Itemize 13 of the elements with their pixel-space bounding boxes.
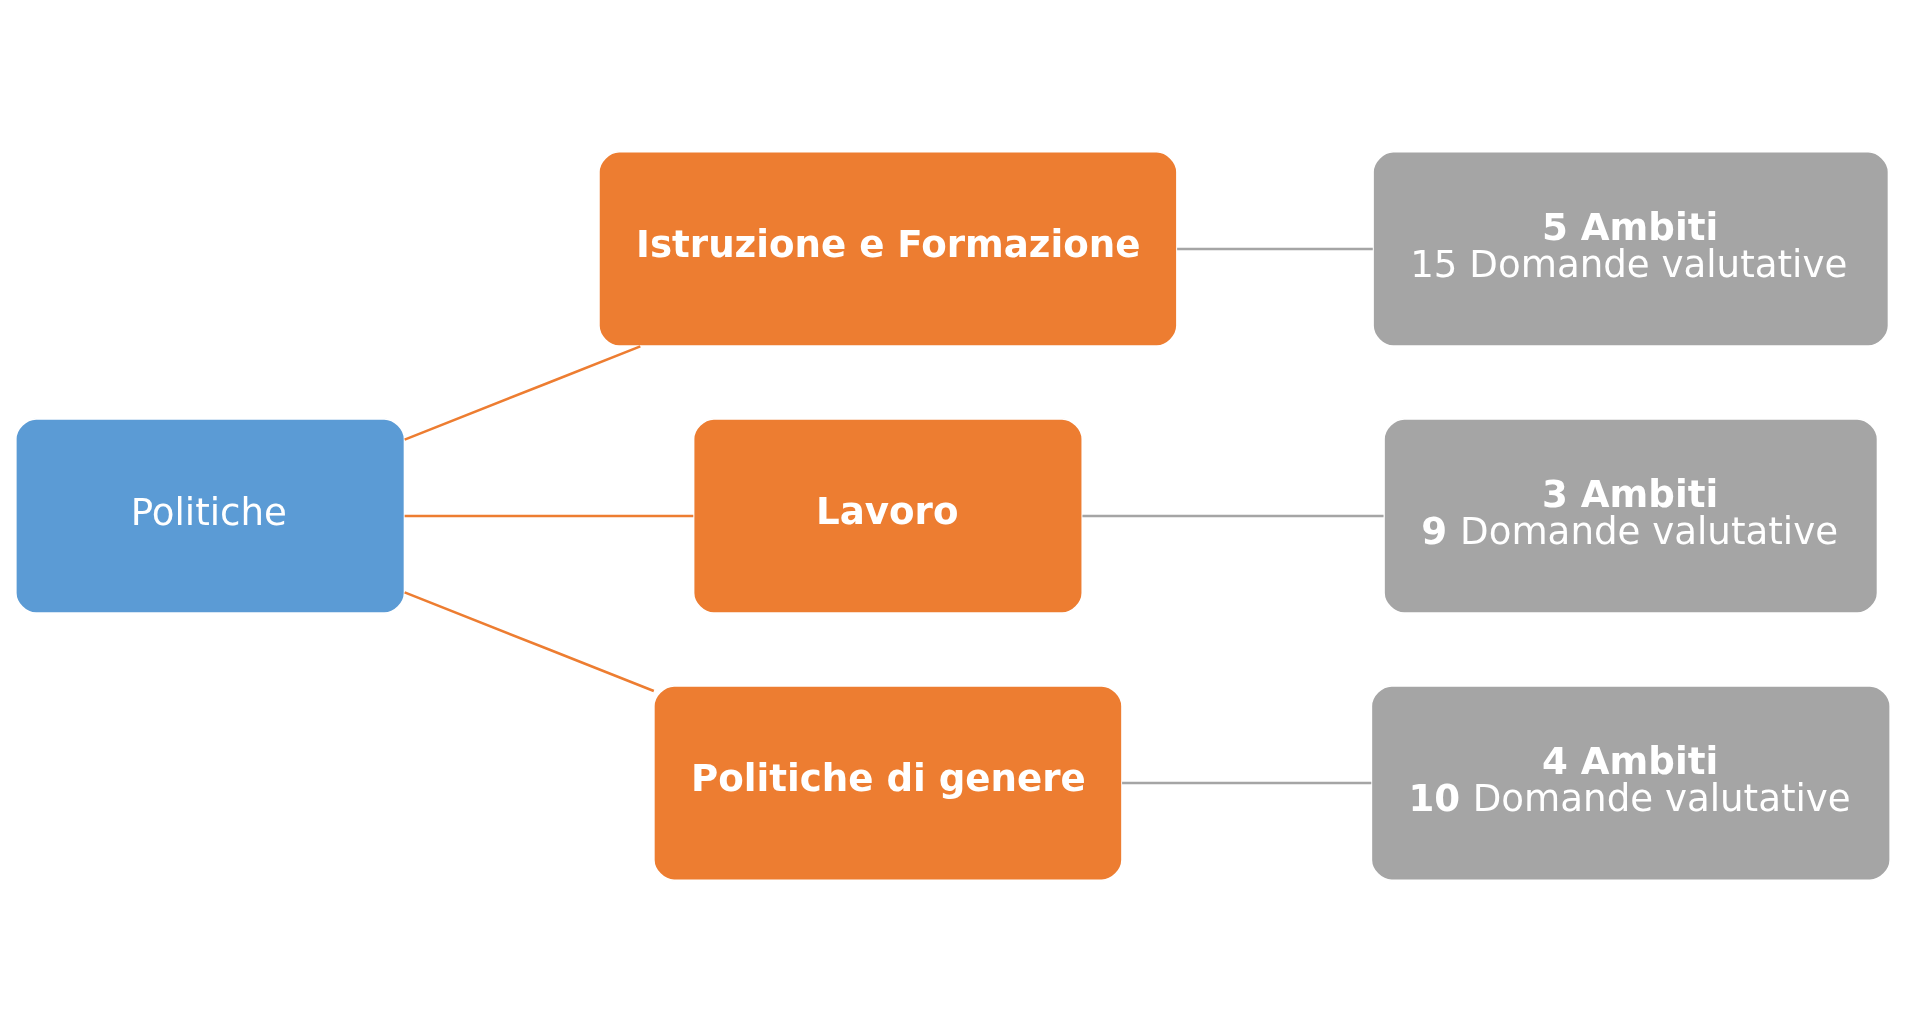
node-box: 4 Ambiti 10 Domande valutative <box>1370 684 1892 881</box>
node-box: 3 Ambiti 9 Domande valutative <box>1383 417 1879 614</box>
node-box: Politiche <box>14 417 406 614</box>
connector <box>404 590 655 692</box>
connector <box>1082 514 1384 517</box>
connector <box>404 344 641 441</box>
connector <box>1122 781 1372 784</box>
node-box: 5 Ambiti 15 Domande valutative <box>1372 150 1890 347</box>
connector <box>404 514 694 517</box>
node-box: Istruzione e Formazione <box>598 150 1178 347</box>
connector <box>1177 247 1373 250</box>
node-box: Politiche di genere <box>653 684 1123 881</box>
node-box: Lavoro <box>692 417 1084 614</box>
